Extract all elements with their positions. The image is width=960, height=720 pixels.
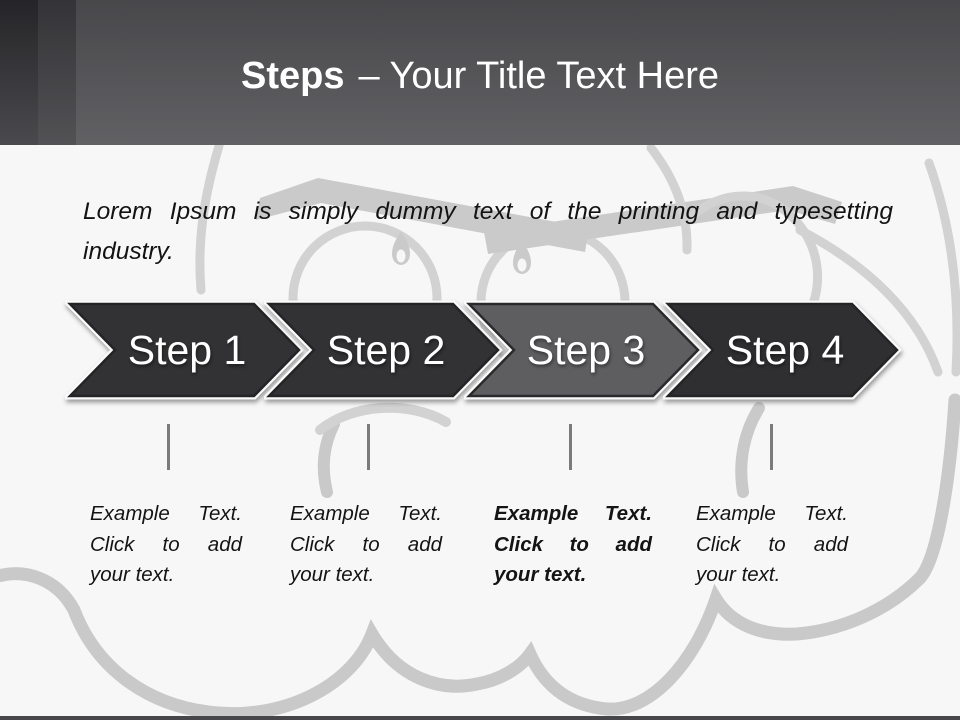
caption-line: your text. <box>290 563 375 586</box>
step-1-label: Step 1 <box>127 326 247 373</box>
chevron-step-1 <box>65 300 304 400</box>
slide-title-subtitle: – Your Title Text Here <box>358 55 719 97</box>
cloud-left-pupil <box>392 232 410 265</box>
caption-line: your text. <box>696 563 781 586</box>
caption-line: Click to add <box>290 532 442 556</box>
step-2-connector-tick <box>367 424 370 470</box>
chevron-step-3-highlighted <box>464 300 703 400</box>
step-4-connector-tick <box>770 424 773 470</box>
caption-line: Example Text. <box>494 502 652 525</box>
step-1-caption: Example Text. Click to add your text. <box>90 499 242 591</box>
step-4-caption: Example Text. Click to add your text. <box>696 499 848 591</box>
step-3-connector-tick <box>569 424 572 470</box>
cloud-right-eyebrow <box>484 186 842 254</box>
caption-line: Click to add <box>90 532 242 556</box>
intro-line-1: Lorem Ipsum is simply dummy text of the … <box>83 198 893 225</box>
step-4-label: Step 4 <box>725 326 845 373</box>
caption-line: Example Text. <box>696 502 848 525</box>
caption-line: Click to add <box>494 532 652 556</box>
intro-paragraph: Lorem Ipsum is simply dummy text of the … <box>83 192 893 271</box>
step-2-caption: Example Text. Click to add your text. <box>290 499 442 591</box>
caption-line: Example Text. <box>90 502 242 525</box>
chevron-step-2 <box>264 300 503 400</box>
chevron-step-4 <box>663 300 902 400</box>
step-2-label: Step 2 <box>326 326 446 373</box>
slide-title: Steps – Your Title Text Here <box>0 54 960 98</box>
caption-line: Click to add <box>696 532 848 556</box>
step-1-connector-tick <box>167 424 170 470</box>
step-3-label: Step 3 <box>526 326 646 373</box>
left-accent-strip-dark <box>0 0 38 145</box>
intro-line-2: industry. <box>83 237 174 265</box>
cloud-right-pupil <box>513 241 531 274</box>
left-accent-strip-light <box>38 0 76 145</box>
caption-line: your text. <box>90 563 175 586</box>
header-band <box>0 0 960 145</box>
footer-accent-bar <box>0 716 960 720</box>
caption-line: Example Text. <box>290 502 442 525</box>
slide-title-keyword: Steps <box>240 55 345 97</box>
step-3-caption-bold: Example Text. Click to add your text. <box>494 499 652 591</box>
caption-line: your text. <box>494 563 587 586</box>
